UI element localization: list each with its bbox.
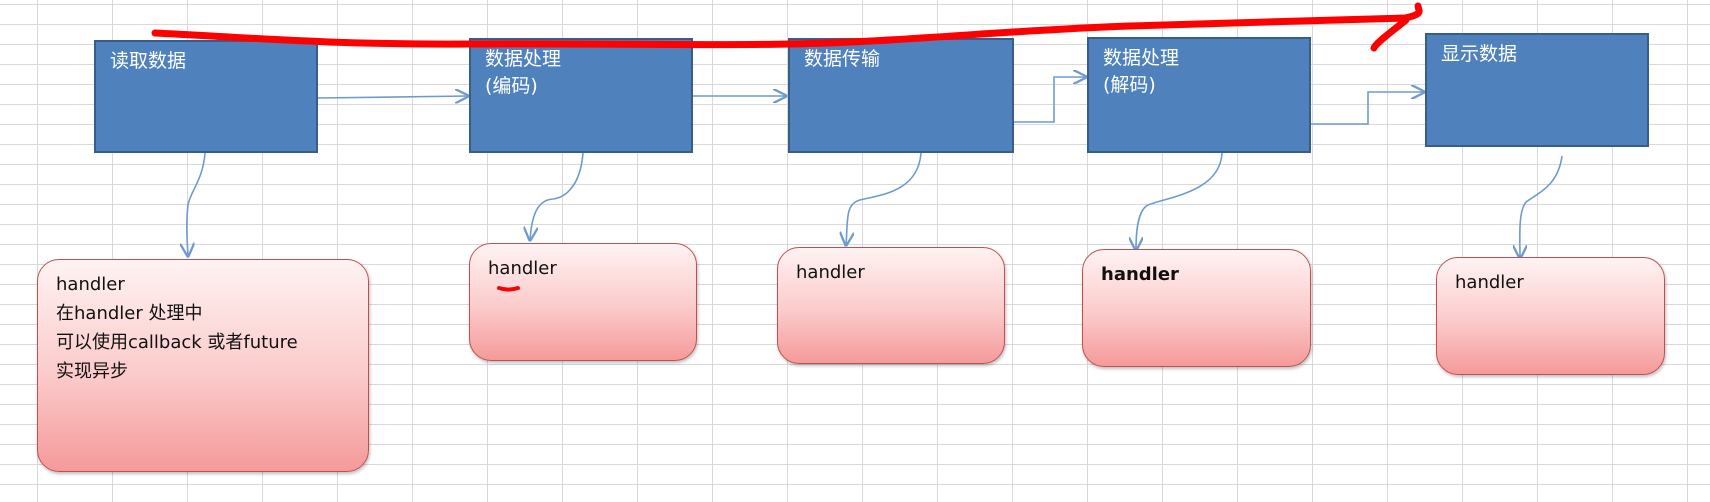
handler-note-encode: handler: [469, 243, 697, 361]
down-arrow-1: [187, 152, 206, 256]
step-label: 显示数据: [1441, 43, 1518, 65]
handler-text-line: 实现异步: [56, 361, 128, 382]
handler-text-line: handler: [796, 262, 865, 283]
handler-text-line: handler: [1455, 272, 1524, 293]
step-decode: 数据处理 (解码): [1087, 37, 1311, 153]
handler-text-line: 在handler 处理中: [56, 303, 203, 324]
step-label: 数据处理: [1103, 47, 1180, 69]
step-display: 显示数据: [1425, 33, 1649, 147]
handler-note-transmit: handler: [777, 247, 1005, 364]
down-arrow-5: [1520, 155, 1563, 258]
handler-text-line: handler: [488, 258, 557, 279]
down-arrow-4: [1136, 152, 1223, 250]
flow-arrow-4: [1311, 92, 1424, 125]
handler-note-display: handler: [1436, 257, 1665, 375]
flow-arrow-3: [1014, 77, 1086, 123]
down-arrow-2: [530, 152, 584, 240]
handler-text-line: handler: [56, 274, 125, 295]
down-arrow-3: [846, 152, 922, 245]
step-label: 读取数据: [110, 50, 187, 72]
step-label: 数据传输: [804, 48, 881, 70]
flow-arrow-1: [317, 96, 468, 98]
handler-text-line: 可以使用callback 或者future: [56, 332, 298, 353]
step-encode: 数据处理 (编码): [469, 38, 693, 153]
step-transmit: 数据传输: [788, 38, 1014, 153]
handler-text-line: handler: [1101, 264, 1179, 285]
step-read-data: 读取数据: [94, 40, 318, 153]
step-sublabel: (解码): [1103, 74, 1156, 96]
step-label: 数据处理: [485, 48, 562, 70]
handler-note-decode: handler: [1082, 249, 1311, 367]
step-sublabel: (编码): [485, 75, 538, 97]
handler-note-read: handler 在handler 处理中 可以使用callback 或者futu…: [37, 259, 369, 472]
